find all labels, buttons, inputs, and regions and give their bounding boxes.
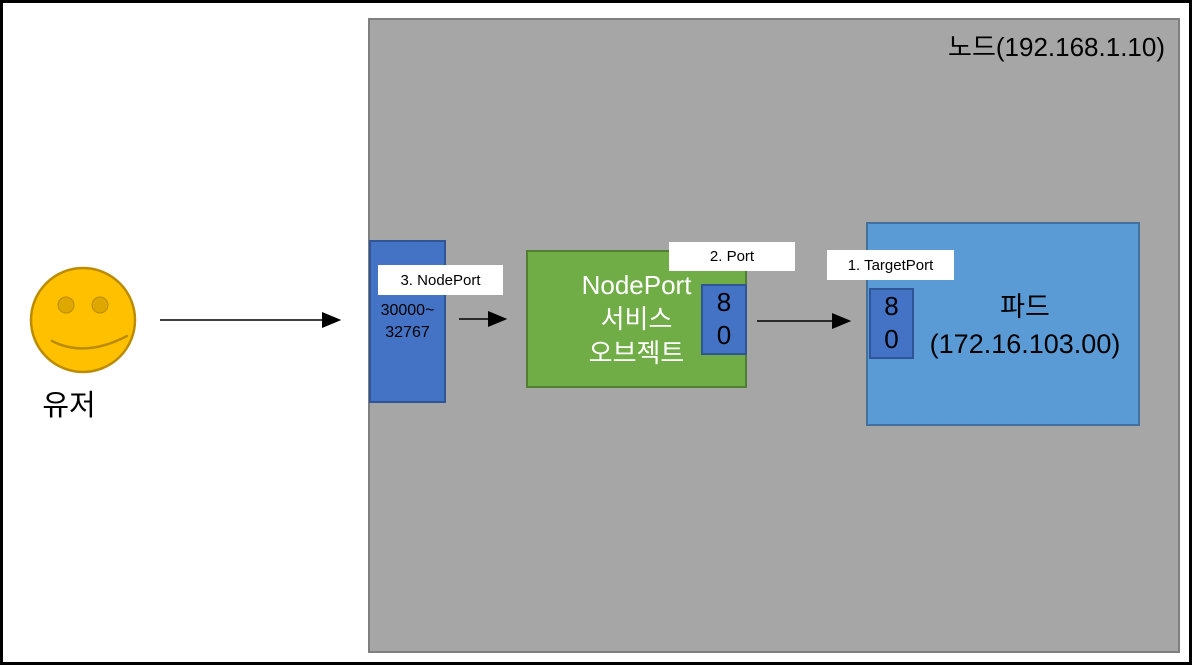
pod-port-box: 8 0 <box>869 288 914 359</box>
user-face-icon <box>29 266 137 374</box>
step-label-port: 2. Port <box>669 242 795 271</box>
pod-ip: (172.16.103.00) <box>929 329 1121 359</box>
service-name-line1: NodePort <box>581 270 692 300</box>
user-label: 유저 <box>42 390 96 422</box>
pod-label: 파드 (172.16.103.00) <box>909 289 1141 363</box>
service-name-line3: 오브젝트 <box>588 338 685 368</box>
step-label-nodeport: 3. NodePort <box>378 265 503 295</box>
service-name-line2: 서비스 <box>600 304 673 334</box>
pod-name: 파드 <box>1000 292 1050 322</box>
step-label-targetport: 1. TargetPort <box>827 250 954 280</box>
nodeport-range-value: 30000~ 32767 <box>380 302 435 341</box>
node-title: 노드(192.168.1.10) <box>948 32 1165 62</box>
service-port-box: 8 0 <box>701 284 747 355</box>
